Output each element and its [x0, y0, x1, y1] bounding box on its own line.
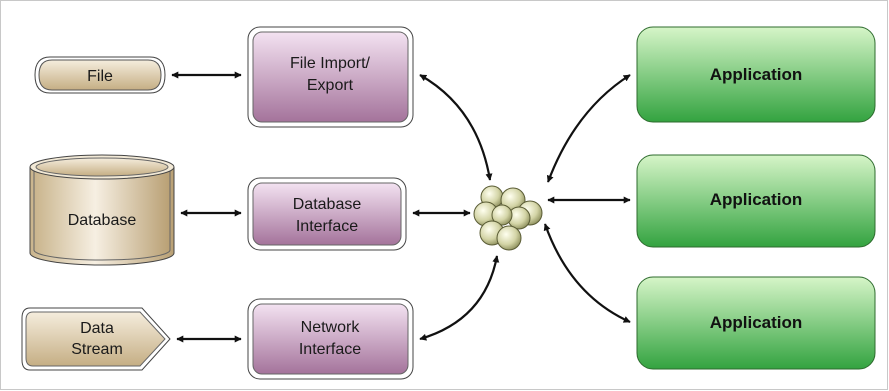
data-stream-label-line2: Stream — [71, 341, 123, 358]
arrow-import-to-hub — [419, 74, 493, 181]
application-node-3: Application — [636, 276, 876, 370]
file-import-export-node: File Import/ Export — [247, 26, 414, 128]
arrow-network-to-hub — [419, 255, 500, 341]
data-stream-label-line1: Data — [80, 320, 114, 337]
database-interface-label-line2: Interface — [296, 218, 358, 235]
application-label-3: Application — [710, 313, 803, 332]
file-source-label: File — [87, 68, 113, 85]
application-label-2: Application — [710, 190, 803, 209]
data-stream-source-node: Data Stream — [21, 307, 171, 371]
application-node-1: Application — [636, 26, 876, 123]
database-interface-label-line1: Database — [293, 196, 362, 213]
network-interface-node: Network Interface — [247, 298, 414, 380]
application-node-2: Application — [636, 154, 876, 248]
network-interface-label-line2: Interface — [299, 341, 361, 358]
file-import-export-label-line2: Export — [307, 77, 354, 94]
database-source-node: Database — [29, 154, 175, 266]
arrow-hub-to-app-3 — [543, 223, 631, 324]
application-label-1: Application — [710, 65, 803, 84]
database-interface-node: Database Interface — [247, 177, 407, 251]
file-import-export-label-line1: File Import/ — [290, 55, 371, 72]
integration-hub-icon — [473, 185, 543, 251]
database-source-label: Database — [68, 212, 137, 229]
file-source-node: File — [34, 56, 166, 94]
network-interface-label-line1: Network — [301, 319, 361, 336]
arrow-hub-to-app-1 — [546, 74, 631, 183]
